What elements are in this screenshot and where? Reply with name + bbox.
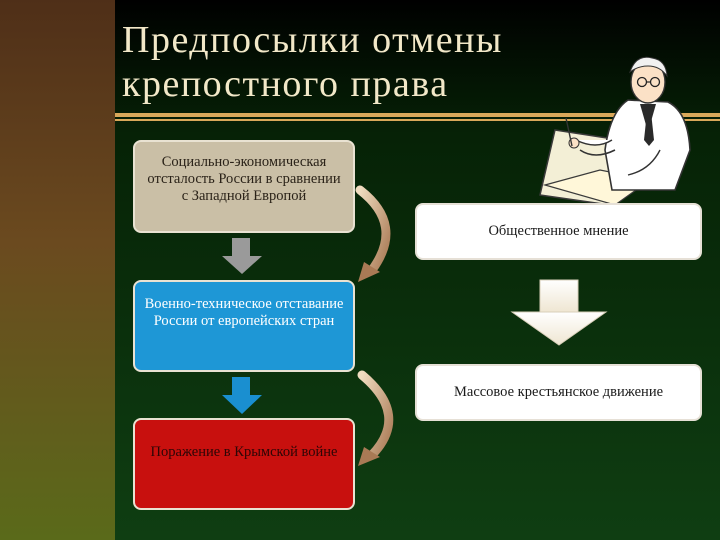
down-arrow-gray	[222, 238, 262, 274]
title-rule-thick	[115, 113, 720, 117]
title-line-2: крепостного права	[122, 63, 449, 105]
down-arrow-large	[510, 279, 608, 346]
box-crimean-war-label: Поражение в Крымской войне	[150, 444, 338, 460]
title-rule-thin	[115, 119, 720, 121]
box-public-opinion: Общественное мнение	[415, 203, 702, 260]
box-public-opinion-label: Общественное мнение	[488, 223, 629, 239]
box-socio-economic-label: Социально-экономическая отсталость Росси…	[147, 154, 341, 204]
box-crimean-war-defeat: Поражение в Крымской войне	[133, 418, 355, 510]
box-military-technical-label: Военно-техническое отставание России от …	[144, 296, 344, 329]
left-decor-strip	[0, 0, 115, 540]
box-peasant-movement: Массовое крестьянское движение	[415, 364, 702, 421]
box-socio-economic-backwardness: Социально-экономическая отсталость Росси…	[133, 140, 355, 233]
box-peasant-movement-label: Массовое крестьянское движение	[453, 384, 664, 400]
box-military-technical-lag: Военно-техническое отставание России от …	[133, 280, 355, 372]
slide-title: Предпосылки отмены крепостного права	[122, 18, 602, 106]
scholar-writing-icon	[539, 56, 691, 206]
title-line-1: Предпосылки отмены	[122, 19, 503, 61]
down-arrow-blue	[222, 377, 262, 414]
curved-arrow-lower	[357, 370, 394, 466]
curved-arrow-upper	[355, 185, 391, 282]
